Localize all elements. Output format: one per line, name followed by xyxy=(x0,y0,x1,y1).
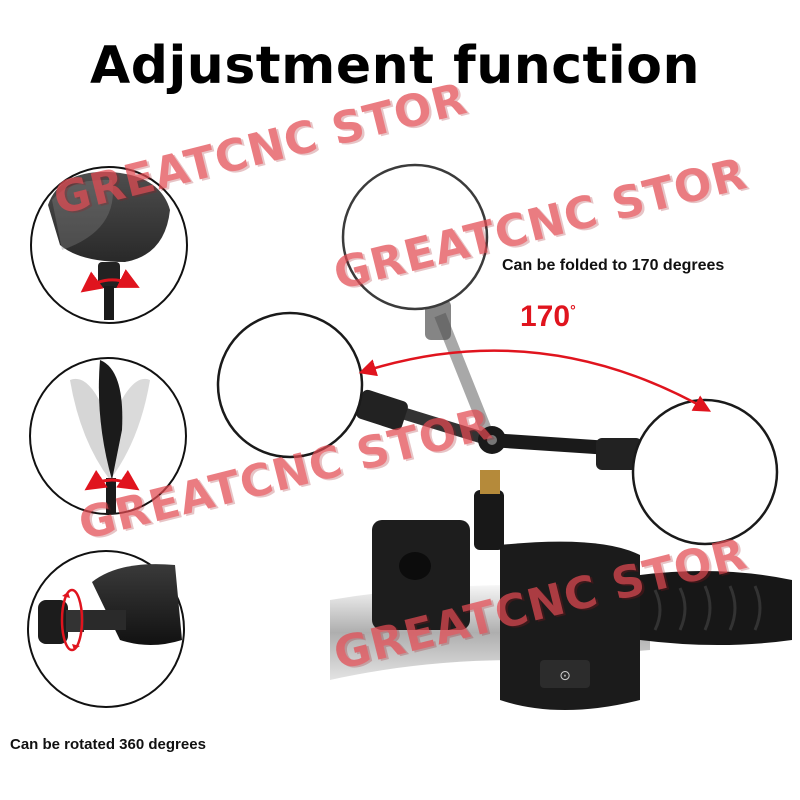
detail-rotate-bolt xyxy=(27,550,185,708)
page-title: Adjustment function xyxy=(90,36,700,96)
fold-angle-arc xyxy=(358,349,712,412)
detail-swivel-joint xyxy=(30,166,188,324)
rotate-caption: Can be rotated 360 degrees xyxy=(10,736,206,753)
knuckle-bolt xyxy=(487,435,497,445)
angle-unit: ° xyxy=(570,302,576,318)
fold-caption: Can be folded to 170 degrees xyxy=(502,257,725,274)
detail-fold-head xyxy=(29,357,187,515)
svg-text:⊙: ⊙ xyxy=(559,668,571,684)
angle-label: 170° xyxy=(520,300,576,334)
handlebar-assembly: ⊙ xyxy=(330,470,792,710)
mirror-right xyxy=(489,398,779,546)
angle-value: 170 xyxy=(520,300,571,333)
